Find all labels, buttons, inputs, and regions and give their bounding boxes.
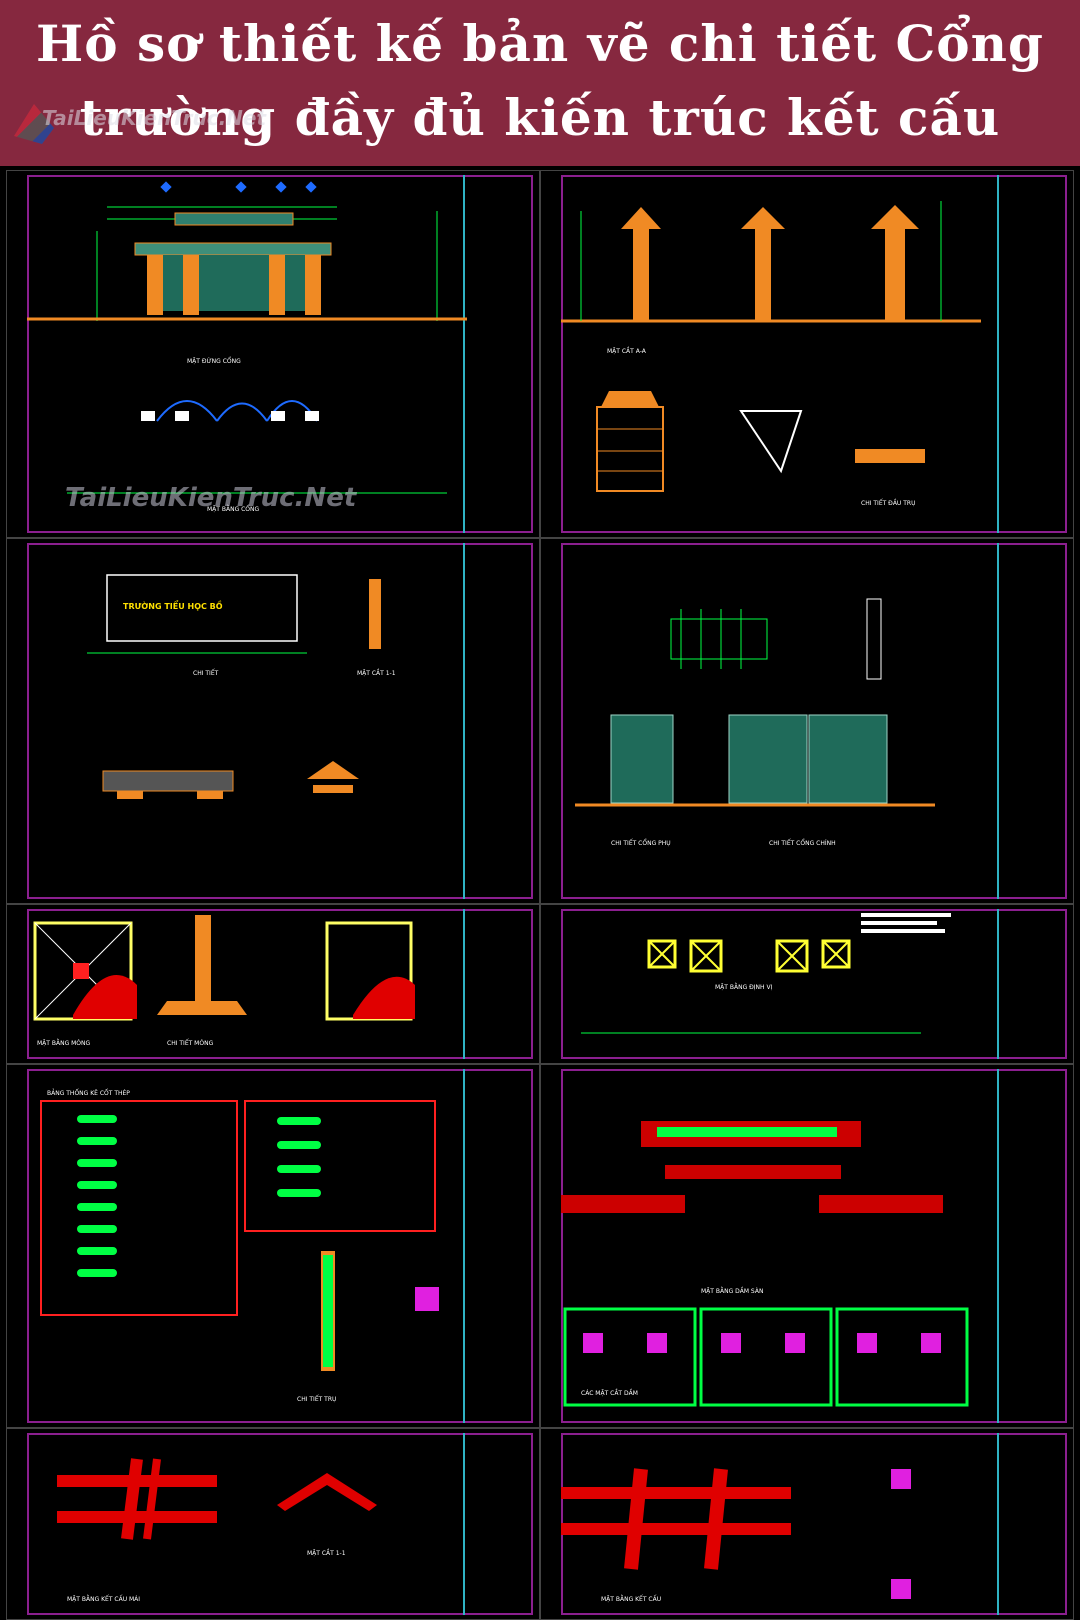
roof-structure-drawing: MẶT CẮT 1-1 MẶT BẰNG KẾT CẤU MÁI: [57, 1458, 377, 1603]
beam-plan-label: MẶT BẰNG DẦM SÀN: [701, 1287, 763, 1295]
sheet-rebar-schedule: BẢNG THỐNG KÊ CỐT THÉP: [6, 1064, 540, 1428]
sheet-foundation: MẶT BẰNG MÓNG CHI TIẾT MÓNG: [6, 904, 540, 1064]
title-block: [997, 909, 1067, 1059]
sheet-signboard-detail: TRƯỜNG TIỂU HỌC BỒ CHI TIẾT MẶT CẮT 1-1: [6, 538, 540, 904]
title-block: [997, 175, 1067, 533]
setting-out-label: MẶT BẰNG ĐỊNH VỊ: [715, 983, 773, 991]
sheet-gate-leaves: CHI TIẾT CỔNG PHỤ CHI TIẾT CỔNG CHÍNH: [540, 538, 1074, 904]
sheet-structural-plan: MẶT BẰNG KẾT CẤU: [540, 1428, 1074, 1620]
title-block: [997, 1433, 1067, 1615]
school-sign-text: TRƯỜNG TIỂU HỌC BỒ: [123, 599, 223, 611]
post-cap-label: CHI TIẾT ĐẦU TRỤ: [861, 499, 915, 507]
section-1-1-label: MẶT CẮT 1-1: [357, 669, 396, 677]
rebar-schedule-drawing: BẢNG THỐNG KÊ CỐT THÉP: [40, 1089, 439, 1403]
signboard-drawing: TRƯỜNG TIỂU HỌC BỒ CHI TIẾT MẶT CẮT 1-1: [87, 574, 396, 799]
detail-label: CHI TIẾT: [193, 669, 219, 677]
foundation-drawing: MẶT BẰNG MÓNG CHI TIẾT MÓNG: [33, 915, 415, 1047]
column-detail-label: CHI TIẾT TRỤ: [297, 1395, 336, 1403]
foundation-plan-label: MẶT BẰNG MÓNG: [37, 1039, 91, 1047]
sheet-setting-out: MẶT BẰNG ĐỊNH VỊ: [540, 904, 1074, 1064]
roof-section-label: MẶT CẮT 1-1: [307, 1549, 346, 1557]
side-gate-label: CHI TIẾT CỔNG PHỤ: [611, 839, 671, 847]
title-block: [463, 909, 533, 1059]
structural-plan-label: MẶT BẰNG KẾT CẤU: [601, 1595, 661, 1603]
title-block: [463, 1433, 533, 1615]
title-block: [463, 543, 533, 899]
title-banner: Hồ sơ thiết kế bản vẽ chi tiết Cổng trườ…: [0, 0, 1080, 166]
gate-leaves-drawing: CHI TIẾT CỔNG PHỤ CHI TIẾT CỔNG CHÍNH: [575, 598, 935, 847]
beam-plan-drawing: MẶT BẰNG DẦM SÀN CÁC MẶT CẮT DẦM: [561, 1121, 969, 1407]
main-gate-label: CHI TIẾT CỔNG CHÍNH: [769, 839, 836, 847]
sheet-roof-structure: MẶT CẮT 1-1 MẶT BẰNG KẾT CẤU MÁI: [6, 1428, 540, 1620]
rebar-schedule-title: BẢNG THỐNG KÊ CỐT THÉP: [47, 1089, 130, 1097]
sheet-frame: [561, 175, 1067, 533]
sheet-gate-sections: MẶT CẮT A-A CHI TIẾT ĐẦU TRỤ: [540, 170, 1074, 538]
sheet-frame: [27, 1433, 533, 1615]
title-line-1: Hồ sơ thiết kế bản vẽ chi tiết Cổng: [36, 14, 1044, 73]
sheet-frame: [27, 543, 533, 899]
drawing-sheets-grid: MẶT ĐỨNG CỔNG MẶT BẰNG CỔNG TaiLieuKienT…: [6, 170, 1074, 1620]
sheet-gate-elevation: MẶT ĐỨNG CỔNG MẶT BẰNG CỔNG TaiLieuKienT…: [6, 170, 540, 538]
plan-label: MẶT BẰNG CỔNG: [207, 505, 260, 513]
elevation-label: MẶT ĐỨNG CỔNG: [187, 357, 241, 365]
title-block: [997, 1069, 1067, 1423]
gate-elevation-drawing: MẶT ĐỨNG CỔNG MẶT BẰNG CỔNG: [27, 181, 467, 513]
title-line-2: trường đầy đủ kiến trúc kết cấu: [79, 88, 1001, 147]
sheet-frame: [561, 543, 1067, 899]
beam-sections-label: CÁC MẶT CẮT DẦM: [581, 1389, 638, 1397]
sheet-beam-plan: MẶT BẰNG DẦM SÀN CÁC MẶT CẮT DẦM: [540, 1064, 1074, 1428]
setting-out-drawing: MẶT BẰNG ĐỊNH VỊ: [581, 913, 951, 1034]
sheet-frame: [27, 909, 533, 1059]
section-label: MẶT CẮT A-A: [607, 347, 647, 355]
foundation-detail-label: CHI TIẾT MÓNG: [167, 1039, 214, 1047]
watermark-top: TaiLieuKienTruc.Net: [42, 106, 267, 130]
title-block: [463, 175, 533, 533]
sheet-frame: [27, 175, 533, 533]
title-block: [997, 543, 1067, 899]
structural-plan-drawing: MẶT BẰNG KẾT CẤU: [561, 1468, 911, 1603]
gate-sections-drawing: MẶT CẮT A-A CHI TIẾT ĐẦU TRỤ: [561, 201, 981, 507]
watermark-middle: TaiLieuKienTruc.Net: [65, 483, 357, 513]
roof-plan-label: MẶT BẰNG KẾT CẤU MÁI: [67, 1595, 140, 1603]
sheet-frame: [561, 1069, 1067, 1423]
title-block: [463, 1069, 533, 1423]
sheet-frame: [561, 909, 1067, 1059]
sheet-frame: [27, 1069, 533, 1423]
